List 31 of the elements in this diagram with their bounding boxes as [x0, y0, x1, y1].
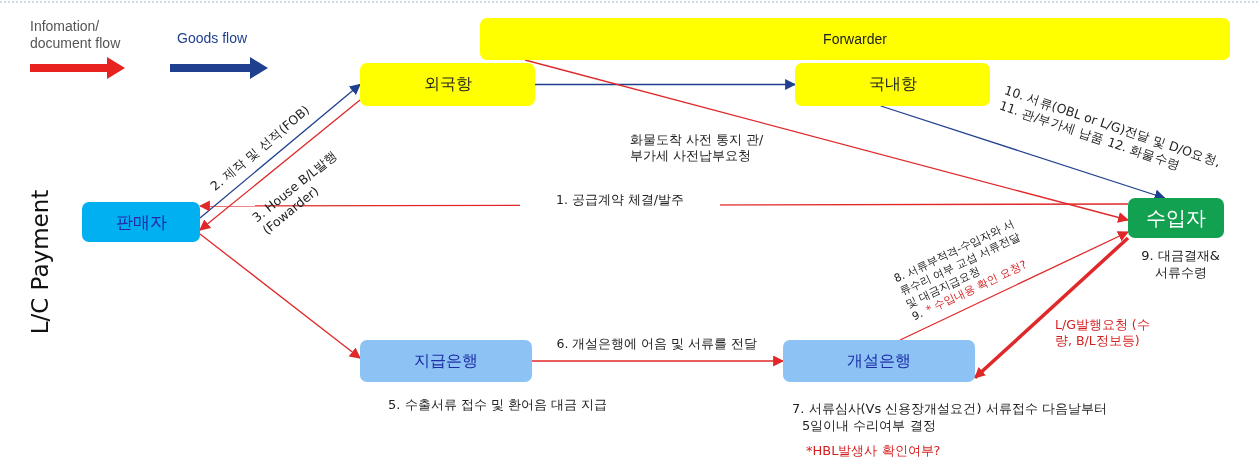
box-label: 국내항 [868, 74, 917, 95]
step-note: 9. 대금결재& 서류수령 [1140, 247, 1221, 281]
arrow [199, 83, 361, 219]
port-box [360, 63, 535, 106]
box-label: 개설은행 [847, 350, 911, 372]
agent-box [480, 18, 1230, 60]
arrow [524, 59, 1130, 223]
arrow [531, 355, 785, 367]
arrow [899, 231, 1129, 341]
party-box [82, 202, 200, 242]
legend-label: Goods flow [177, 30, 249, 47]
arrow [199, 99, 361, 231]
box-label: 외국항 [423, 74, 472, 95]
box-label: 수입자 [1146, 204, 1206, 232]
party-box [1128, 198, 1224, 238]
box-label: Forwarder [823, 31, 887, 47]
edge-label: 1. 공급계약 체결/발주 [520, 192, 720, 208]
bank-box [360, 340, 532, 382]
side-title: L/C Payment [27, 189, 53, 335]
step-note: 5. 수출서류 접수 및 환어음 대금 지급 [388, 396, 609, 413]
step-note: 7. 서류심사(Vs 신용장개설요건) 서류접수 다음날부터 5일이내 수리여부 결정 [792, 400, 1108, 434]
legend-label: Infomation/ document flow [30, 18, 122, 52]
port-box [795, 63, 990, 106]
arrow [199, 233, 361, 359]
arrow [973, 236, 1130, 380]
arrow [534, 79, 797, 90]
step-note: *HBL발생사 확인여부? [806, 442, 942, 459]
box-label: 판매자 [115, 210, 167, 234]
box-label: 지급은행 [414, 350, 478, 372]
bank-box [783, 340, 975, 382]
arrow [880, 105, 1166, 201]
